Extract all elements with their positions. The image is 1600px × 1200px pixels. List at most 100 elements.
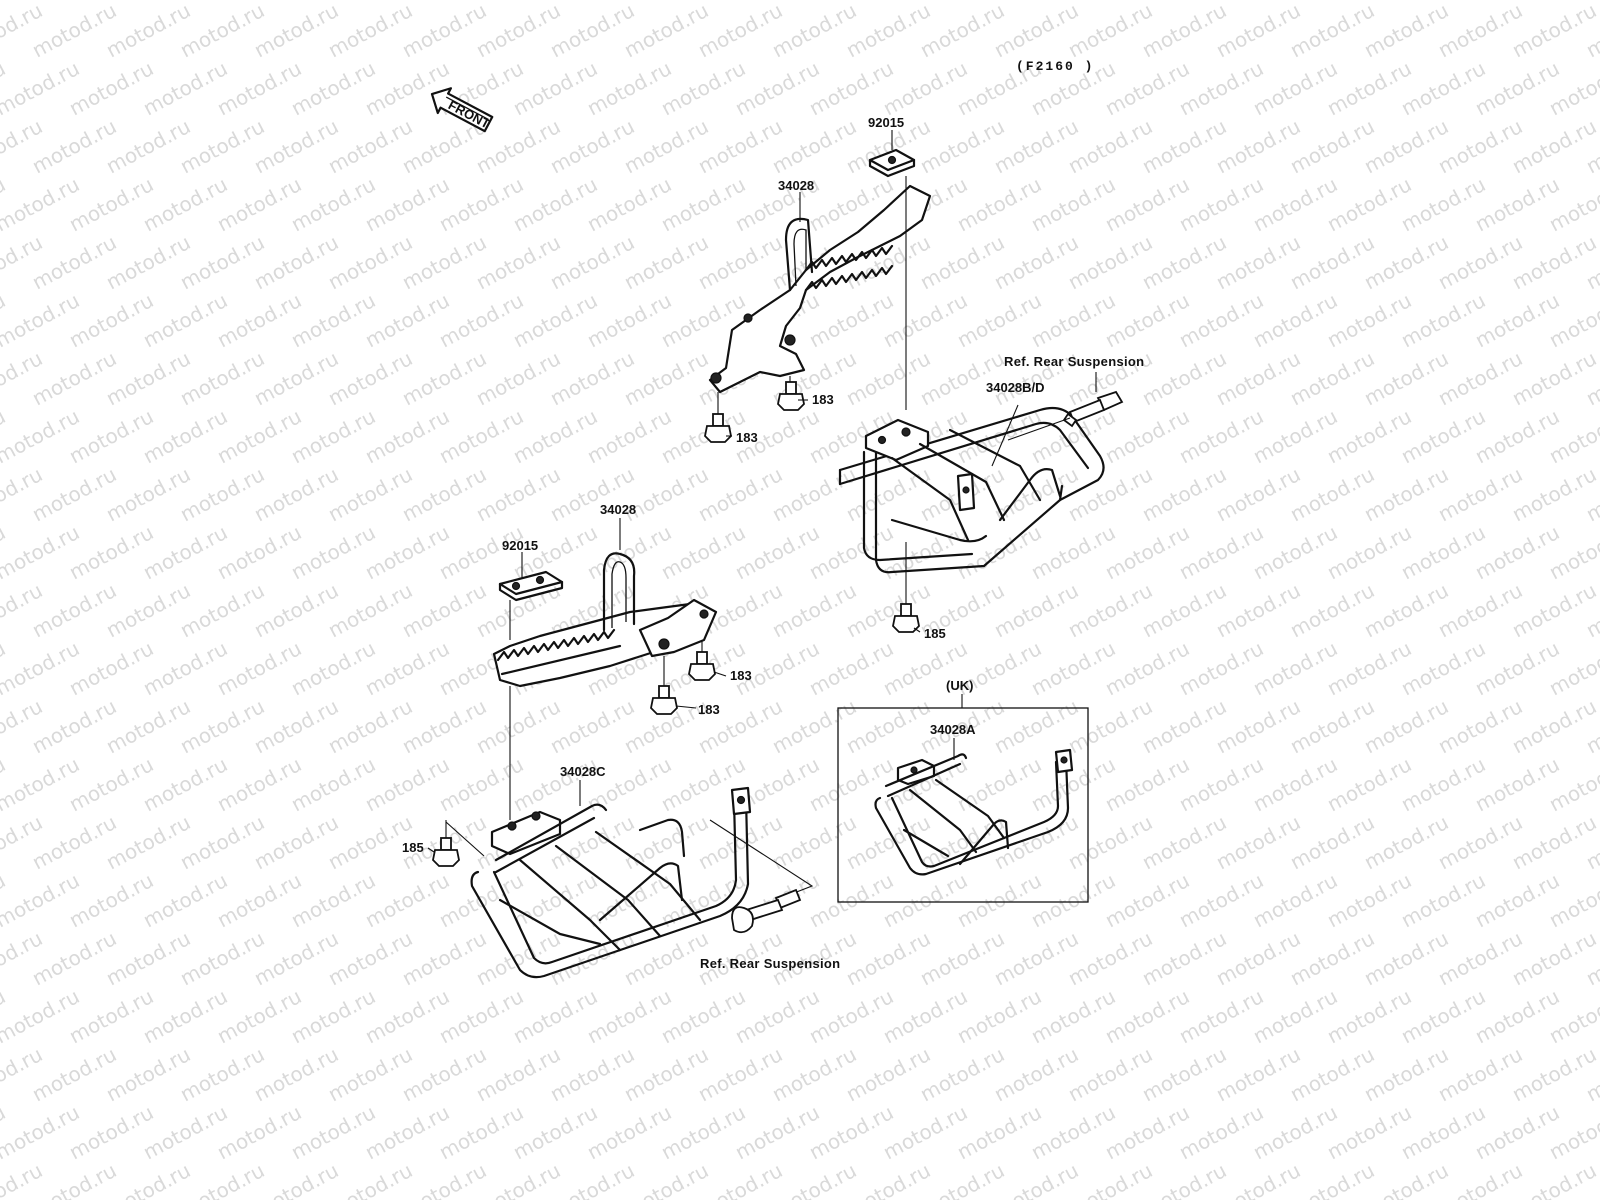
watermark-text: motod.ru [620, 0, 712, 62]
watermark-text: motod.ru [65, 868, 157, 932]
watermark-text: motod.ru [805, 636, 897, 700]
watermark-text: motod.ru [1027, 288, 1119, 352]
watermark-text: motod.ru [1286, 462, 1378, 526]
watermark-text: motod.ru [213, 1100, 305, 1164]
watermark-text: motod.ru [1323, 56, 1415, 120]
lower-bolt-183-a [688, 640, 716, 681]
watermark-text: motod.ru [472, 346, 564, 410]
watermark-text: motod.ru [1286, 694, 1378, 758]
lower-bolt-183-b [650, 656, 678, 715]
watermark-text: motod.ru [694, 1042, 786, 1106]
watermark-text: motod.ru [1064, 1042, 1156, 1106]
watermark-text: motod.ru [1397, 172, 1489, 236]
watermark-text: motod.ru [1138, 0, 1230, 62]
watermark-text: motod.ru [1286, 0, 1378, 62]
watermark-text: motod.ru [1212, 0, 1304, 62]
watermark-text: motod.ru [65, 172, 157, 236]
watermark-text: motod.ru [1397, 636, 1489, 700]
watermark-text: motod.ru [1434, 694, 1526, 758]
watermark-text: motod.ru [694, 230, 786, 294]
label-ref-rear-suspension-lower: Ref. Rear Suspension [700, 956, 840, 971]
watermark-text: motod.ru [842, 0, 934, 62]
watermark-text: motod.ru [435, 288, 527, 352]
watermark-text: motod.ru [953, 288, 1045, 352]
watermark-text: motod.ru [139, 520, 231, 584]
watermark-text: motod.ru [1360, 926, 1452, 990]
watermark-text: motod.ru [1360, 0, 1452, 62]
watermark-text: motod.ru [435, 752, 527, 816]
watermark-text: motod.ru [1286, 1042, 1378, 1106]
watermark-text: motod.ru [694, 810, 786, 874]
watermark-text: motod.ru [1064, 0, 1156, 62]
watermark-text: motod.ru [1471, 868, 1563, 932]
watermark-text: motod.ru [176, 694, 268, 758]
watermark-text: motod.ru [1101, 288, 1193, 352]
watermark-text: motod.ru [176, 230, 268, 294]
watermark-text: motod.ru [1138, 1042, 1230, 1106]
watermark-text: motod.ru [546, 114, 638, 178]
watermark-text: motod.ru [1323, 636, 1415, 700]
watermark-text: motod.ru [472, 926, 564, 990]
watermark-text: motod.ru [139, 984, 231, 1048]
watermark-text: motod.ru [398, 578, 490, 642]
watermark-text: motod.ru [916, 926, 1008, 990]
label-92015-upper: 92015 [868, 115, 904, 130]
watermark-text: motod.ru [361, 520, 453, 584]
watermark-text: motod.ru [139, 288, 231, 352]
label-ref-rear-suspension-upper: Ref. Rear Suspension [1004, 354, 1144, 369]
watermark-text: motod.ru [287, 984, 379, 1048]
watermark-text: motod.ru [435, 984, 527, 1048]
watermark-text: motod.ru [1508, 926, 1600, 990]
watermark-text: motod.ru [990, 694, 1082, 758]
diagram-code: (F2160 ) [1016, 59, 1094, 74]
watermark-text: motod.ru [1397, 404, 1489, 468]
watermark-text: motod.ru [916, 230, 1008, 294]
watermark-text: motod.ru [1175, 404, 1267, 468]
watermark-text: motod.ru [65, 636, 157, 700]
watermark-text: motod.ru [694, 462, 786, 526]
watermark-text: motod.ru [139, 752, 231, 816]
watermark-text: motod.ru [1212, 810, 1304, 874]
watermark-text: motod.ru [546, 694, 638, 758]
watermark-text: motod.ru [361, 172, 453, 236]
watermark-text: motod.ru [1175, 172, 1267, 236]
watermark-text: motod.ru [287, 868, 379, 932]
watermark-text: motod.ru [250, 926, 342, 990]
watermark-text: motod.ru [176, 114, 268, 178]
lower-bracket-92015 [498, 570, 564, 602]
label-leaders [427, 130, 1097, 853]
watermark-text: motod.ru [583, 56, 675, 120]
watermark-text: motod.ru [1101, 1100, 1193, 1164]
watermark-text: motod.ru [287, 1100, 379, 1164]
watermark-text: motod.ru [102, 1042, 194, 1106]
watermark-text: motod.ru [953, 752, 1045, 816]
watermark-text: motod.ru [583, 404, 675, 468]
watermark-text: motod.ru [1471, 984, 1563, 1048]
watermark-text: motod.ru [1434, 810, 1526, 874]
watermark-text: motod.ru [731, 520, 823, 584]
watermark-text: motod.ru [139, 636, 231, 700]
watermark-text: motod.ru [1323, 1100, 1415, 1164]
watermark-text: motod.ru [250, 114, 342, 178]
watermark-text: motod.ru [953, 172, 1045, 236]
watermark-text: motod.ru [213, 288, 305, 352]
watermark-text: motod.ru [768, 462, 860, 526]
watermark-text: motod.ru [1212, 462, 1304, 526]
watermark-text: motod.ru [472, 1042, 564, 1106]
watermark-text: motod.ru [805, 868, 897, 932]
watermark-text: motod.ru [324, 1042, 416, 1106]
watermark-text: motod.ru [139, 868, 231, 932]
watermark-text: motod.ru [287, 520, 379, 584]
watermark-text: motod.ru [990, 0, 1082, 62]
watermark-text: motod.ru [620, 346, 712, 410]
watermark-text: motod.ru [1138, 926, 1230, 990]
label-183-upper-b: 183 [736, 430, 758, 445]
watermark-text: motod.ru [1027, 1100, 1119, 1164]
watermark-text: motod.ru [583, 984, 675, 1048]
label-uk: (UK) [946, 678, 973, 693]
watermark-text: motod.ru [805, 288, 897, 352]
lower-guard-bolt-185 [432, 820, 485, 867]
watermark-text: motod.ru [0, 1158, 46, 1200]
watermark-text: motod.ru [398, 694, 490, 758]
watermark-text: motod.ru [1027, 172, 1119, 236]
